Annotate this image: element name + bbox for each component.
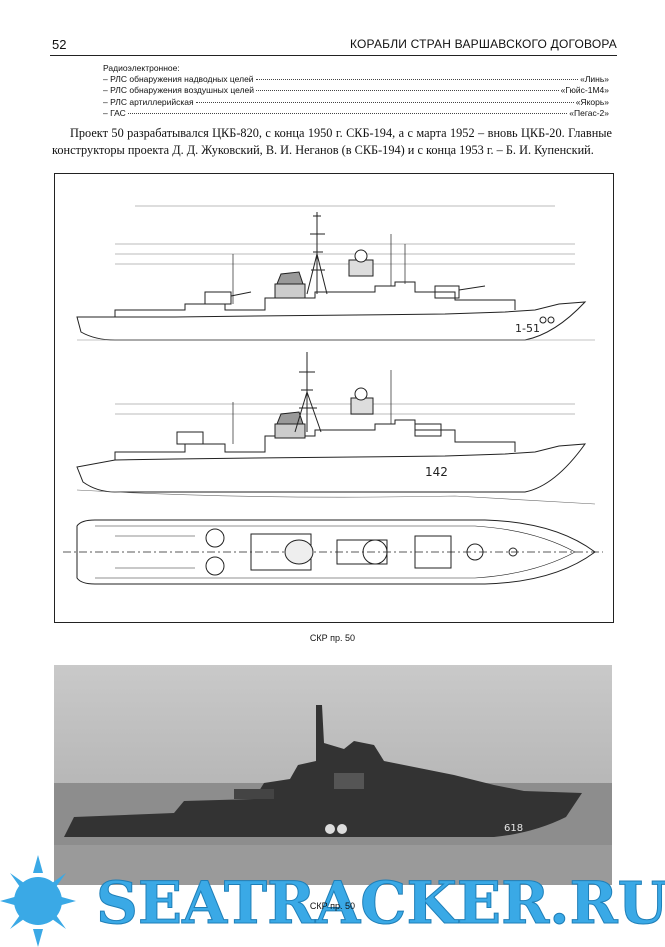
- spec-value: «Якорь»: [575, 96, 609, 107]
- drawing-caption: СКР пр. 50: [309, 633, 356, 643]
- hull-number-middle: 142: [425, 465, 448, 479]
- side-profile-top: 1-51: [76, 212, 595, 341]
- dot-leader: [195, 101, 574, 103]
- header-rule: [50, 55, 617, 56]
- ship-photo: 618: [54, 665, 612, 885]
- spec-row: – РЛС обнаружения надводных целей «Линь»: [103, 74, 609, 85]
- dot-leader: [127, 112, 568, 114]
- dot-leader: [255, 79, 579, 81]
- spec-block: Радиоэлектронное: – РЛС обнаружения надв…: [103, 63, 609, 119]
- spec-label: – РЛС артиллерийская: [103, 96, 194, 107]
- ship-silhouette: [64, 705, 582, 837]
- photo-caption: СКР пр. 50: [309, 901, 356, 911]
- photo-hull-number: 618: [504, 823, 523, 834]
- spec-value: «Линь»: [580, 74, 609, 85]
- page-number: 52: [52, 37, 67, 52]
- ship-drawings: 1-51 142: [63, 205, 603, 585]
- spec-label: – РЛС обнаружения надводных целей: [103, 74, 254, 85]
- hull-number-top: 1-51: [515, 322, 540, 335]
- spec-label: – ГАС: [103, 107, 126, 118]
- plan-view: [63, 519, 603, 585]
- side-profile-middle: 142: [76, 352, 596, 505]
- spec-row: – РЛС артиллерийская «Якорь»: [103, 97, 609, 108]
- watermark-text: SEATRACKER.RU: [96, 869, 665, 937]
- sun-logo-icon: [0, 855, 76, 947]
- spec-label: – РЛС обнаружения воздушных целей: [103, 85, 255, 96]
- spec-value: «Пегас-2»: [569, 107, 609, 118]
- ship-drawing-frame: 1-51 142: [54, 173, 614, 623]
- dot-leader: [256, 90, 559, 92]
- spec-row: – РЛС обнаружения воздушных целей «Гюйс-1…: [103, 85, 609, 96]
- spec-value: «Гюйс-1М4»: [560, 85, 609, 96]
- watermark-logo: SEATRACKER.RU: [0, 855, 665, 947]
- spec-heading: Радиоэлектронное:: [103, 63, 180, 73]
- spec-row: – ГАС «Пегас-2»: [103, 108, 609, 119]
- body-paragraph: Проект 50 разрабатывался ЦКБ-820, с конц…: [52, 126, 612, 157]
- running-title: КОРАБЛИ СТРАН ВАРШАВСКОГО ДОГОВОРА: [349, 37, 617, 51]
